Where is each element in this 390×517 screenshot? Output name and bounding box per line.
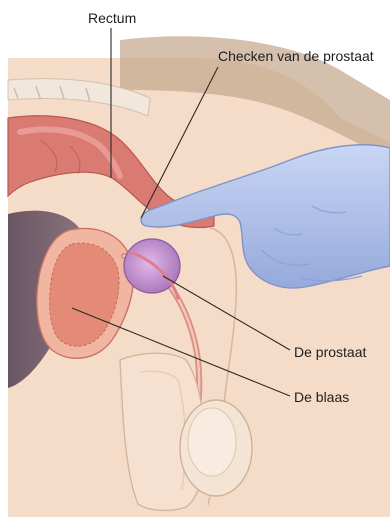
label-bladder: De blaas <box>294 389 349 405</box>
label-check-prostate: Checken van de prostaat <box>218 48 374 64</box>
label-prostate: De prostaat <box>294 344 366 360</box>
testicle-inner <box>188 408 236 476</box>
label-rectum: Rectum <box>88 10 136 26</box>
